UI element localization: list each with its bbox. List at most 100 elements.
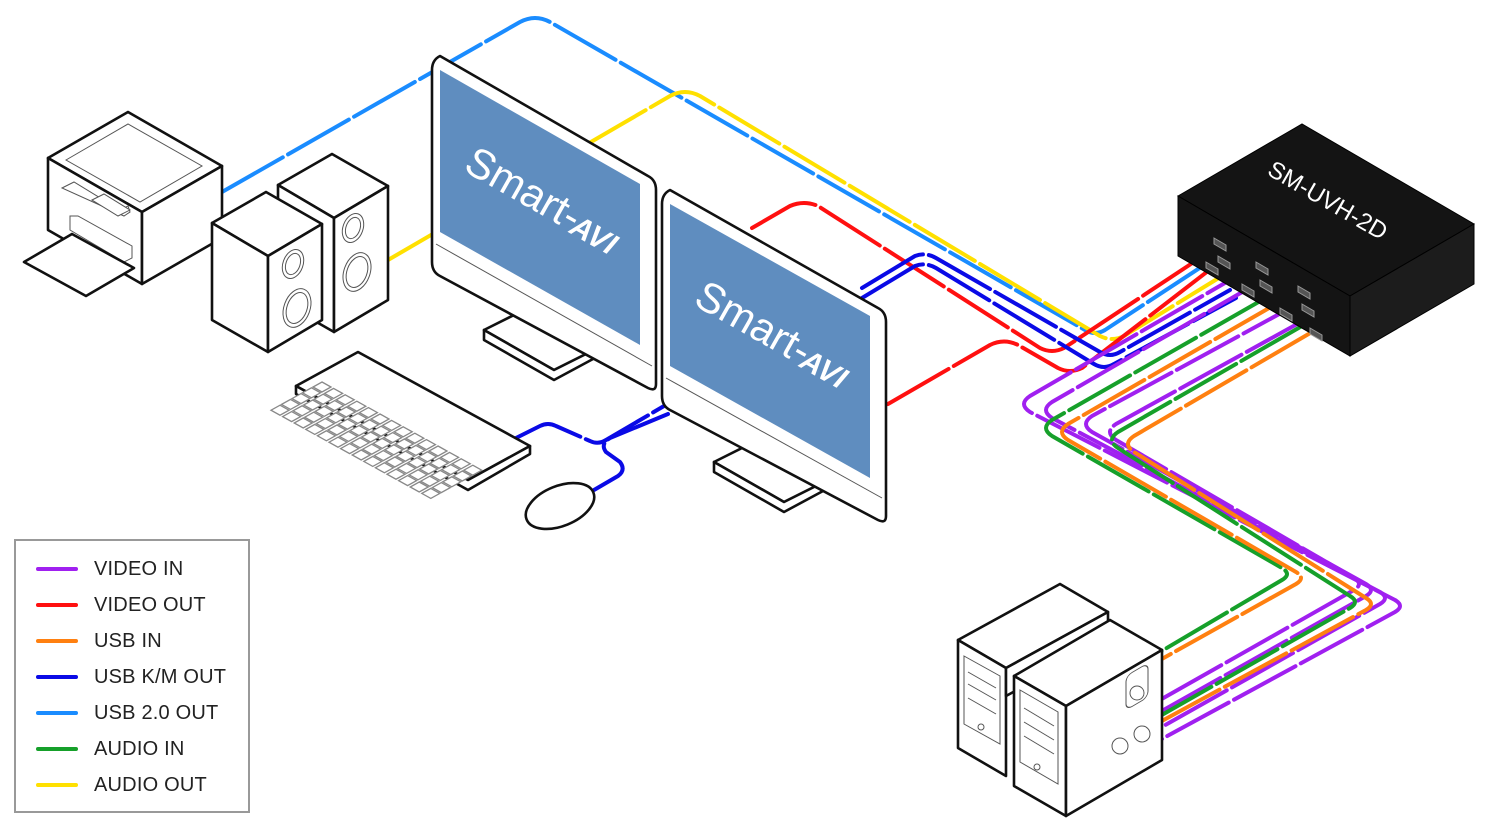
keyboard-key [281, 410, 302, 423]
keyboard-key [370, 425, 392, 437]
cable-video-in-4 [1108, 316, 1361, 702]
keyboard-key [316, 430, 337, 442]
switch-port [1213, 237, 1227, 252]
monitor-2: Smart- AVI [660, 188, 888, 523]
keyboard-key [393, 438, 415, 450]
mouse-icon [524, 481, 596, 531]
keyboard-key [418, 463, 439, 475]
keyboard-key [361, 443, 383, 455]
keyboard-key [360, 431, 381, 443]
keyboard-key [358, 406, 379, 419]
keyboard-key [450, 458, 472, 470]
switch-port [1297, 285, 1311, 300]
keyboard-key [384, 456, 406, 468]
legend-label: USB IN [94, 629, 162, 652]
keyboard-key [404, 432, 426, 444]
legend-item: VIDEO IN [36, 557, 183, 581]
monitor-1-screen [440, 70, 640, 345]
keyboard-key [439, 451, 460, 464]
switch-port [1301, 303, 1315, 318]
keyboard-key [326, 424, 348, 436]
keyboard-key [359, 419, 380, 431]
keyboard-key [290, 392, 312, 405]
keyboard-key [451, 470, 473, 482]
keyboard-key [408, 481, 430, 493]
keyboard-key [311, 381, 333, 393]
keyboard-key [382, 431, 404, 444]
cable-usb-in-2 [1126, 330, 1373, 724]
keyboard-key [347, 412, 369, 425]
legend-label: VIDEO IN [94, 557, 184, 580]
keyboard-keys [269, 381, 484, 500]
legend-label: AUDIO IN [94, 737, 185, 760]
keyboard-key [313, 405, 335, 418]
keyboard-key [406, 456, 428, 469]
keyboard-key [396, 462, 417, 475]
keyboard-key [302, 399, 323, 411]
keyboard-key [292, 417, 314, 429]
keyboard-key [392, 426, 414, 438]
keyboard-key [395, 450, 416, 462]
legend-label: USB 2.0 OUT [94, 701, 219, 724]
legend-swatch [36, 567, 78, 571]
cable-video-out-1 [750, 201, 1208, 353]
keyboard-key [337, 418, 358, 430]
legend-item: USB IN [36, 629, 162, 653]
monitor-1: Smart- AVI [430, 54, 658, 391]
legend-swatch [36, 639, 78, 643]
keyboard-key [362, 455, 384, 468]
keyboard-key [314, 417, 336, 430]
keyboard-key [462, 464, 484, 476]
legend-label: VIDEO OUT [94, 593, 206, 616]
legend-label: USB K/M OUT [94, 665, 227, 688]
switch-port [1309, 327, 1323, 342]
keyboard-key [440, 463, 462, 476]
switch-port [1259, 279, 1273, 294]
legend-item: AUDIO IN [36, 737, 185, 761]
cable-audio-in-1 [1044, 298, 1289, 654]
keyboard-key [349, 437, 371, 449]
keyboard-key [405, 444, 427, 457]
legend-label: AUDIO OUT [94, 773, 207, 796]
switch-port [1205, 261, 1219, 276]
switch-port [1241, 283, 1255, 298]
cable-keyboard [514, 404, 666, 445]
switch-ports [1205, 237, 1323, 342]
legend-item: USB 2.0 OUT [36, 701, 218, 725]
keyboard-key [441, 476, 463, 488]
cables [220, 16, 1402, 742]
speakers-icon [210, 152, 390, 354]
keyboard-key [312, 393, 334, 405]
keyboard-key [335, 406, 357, 418]
keyboard-key [430, 481, 452, 494]
keyboard-key [417, 451, 438, 463]
keyboard-icon [269, 350, 532, 500]
keyboard-key [385, 468, 407, 480]
keyboard-key [397, 474, 418, 487]
legend-item: AUDIO OUT [36, 773, 207, 797]
keyboard-key [291, 405, 313, 417]
keyboard-key [325, 412, 347, 424]
legend-swatch [36, 747, 78, 751]
cable-mouse [592, 412, 670, 492]
keyboard-key [429, 469, 451, 482]
keyboard-key [350, 449, 372, 461]
keyboard-key [420, 487, 442, 500]
printer-icon [22, 110, 224, 298]
keyboard-key [304, 423, 326, 436]
switch-side [1349, 223, 1475, 357]
legend-item: USB K/M OUT [36, 665, 226, 689]
switch-port [1217, 255, 1231, 270]
cable-usb-km-out-1 [860, 252, 1232, 357]
legend-swatch [36, 783, 78, 787]
keyboard-key [339, 442, 360, 455]
keyboard-key [369, 413, 391, 425]
kvm-switch: SM-UVH-2D [1177, 123, 1475, 357]
cable-audio-in-2 [1110, 324, 1357, 718]
keyboard-key [416, 438, 437, 451]
cable-video-in-3 [1084, 298, 1373, 714]
keyboard-key [269, 404, 291, 416]
keyboard-key [381, 419, 402, 432]
keyboard-key [371, 437, 393, 450]
